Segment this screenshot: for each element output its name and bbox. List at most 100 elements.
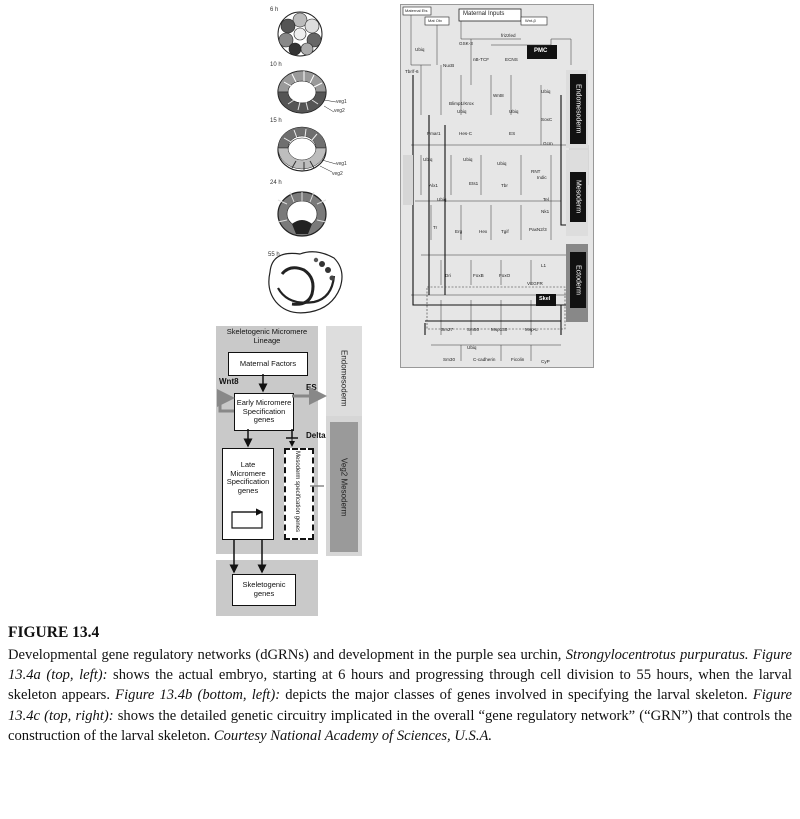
gene-soxc: SoxC [541,117,553,122]
endomesoderm-bar-label: Endomesoderm [339,349,349,407]
gene-indic: Indic [537,175,547,180]
mesoderm-specification-box [284,448,314,540]
gene-vegfr: VEGFR [527,281,543,286]
stage-label-6h: 6 h [270,7,279,13]
gene-blimp: Blimp1/Krox [449,101,474,106]
grn-mesoderm-tab: Mesoderm [570,172,586,222]
gene-foxo: FoxO [499,273,511,278]
gene-ubiq-7: Ubiq [497,161,507,166]
gene-ecns: ECNS [505,57,518,62]
figure-caption: Developmental gene regulatory networks (… [8,645,792,746]
gene-sm27: Sm27 [441,327,454,332]
gene-mspl: Msp-L [525,327,538,332]
gene-ubiq-5: Ubiq [423,157,433,162]
gene-rnt: RNT [531,169,541,174]
figure-a-embryos: 6 h 10 h 15 h 24 h 55 h [262,4,362,316]
gene-l1: L1 [541,263,547,268]
grn-skel-tab [536,294,556,306]
grn-mat-otx: Mat Otx [428,18,443,23]
caption-species: Strongylocentrotus purpuratus. [565,647,749,663]
embryo-10h [277,70,337,114]
gene-ficolin: Ficolin [511,357,525,362]
caption-text-1: Developmental gene regulatory networks (… [8,647,566,663]
embryo-55h [268,251,343,314]
caption-text-3: depicts the major classes of genes invol… [280,687,753,704]
embryo-6h [277,11,323,57]
gene-ubiq-8: Ubiq [437,197,447,202]
grn-pmc: PMC [534,48,548,54]
caption-text-2: shows the actual embryo, starting at 6 h… [8,667,792,704]
caption-ref-b: Figure 13.4b (bottom, left): [115,687,281,704]
embryo-drawings [268,11,343,314]
gene-tbr: Tbr [501,183,508,188]
gene-ubiq-6: Ubiq [463,157,473,162]
caption-credit: Courtesy National Academy of Sciences, U… [213,727,493,744]
figure-c-grn-diagram: Maternal Ets Mat Otx Maternal Inputs Wnt… [400,4,594,368]
caption-text-4: shows the detailed genetic circuitry imp… [8,707,792,744]
endomesoderm-bar [326,326,362,430]
gene-nucb: NucB [443,63,455,68]
gene-b-tcf: nB-TCF [473,57,490,62]
gene-ubiq-4: Ubiq [541,89,551,94]
gene-tr: Tr [433,225,438,230]
veg2-mesoderm-bar-label: Veg2 Mesoderm [339,457,349,517]
stage-label-55h: 55 h [268,252,280,258]
gene-sm30: Sm30 [443,357,456,362]
gene-frizzled: frizzled [501,33,516,38]
stage-label-10h: 10 h [270,62,282,68]
embryo-24h [277,191,327,237]
gene-gcm: Gcm [543,141,553,146]
gene-ubiq-1: Ubiq [415,47,425,52]
embryo-15h [277,126,337,173]
veg2-label-10h: veg2 [334,108,345,114]
grn-endomesoderm-tab: Endomesoderm [570,74,586,144]
veg2-label-15h: veg2 [332,171,343,177]
gene-tbrf6: Tbr/f-6 [405,69,419,74]
gene-msp130: Msp130 [491,327,508,332]
gene-es: ES [509,131,516,136]
grn-maternal-ets: Maternal Ets [405,8,428,13]
lineage-header: Skeletogenic Micromere Lineage [226,327,308,345]
gene-ubiq-3: Ubiq [509,109,519,114]
delta-label: Delta [306,431,326,440]
early-micromere-box: Early Micromere Specification genes [234,393,294,431]
figure-b-lineage-diagram: Skeletogenic Micromere Lineage Maternal … [216,326,364,618]
gene-tel: Tel [543,197,549,202]
caption-ref-c: Figure 13.4c (top, right): [8,687,792,724]
gene-ubiq-9: Ubiq [467,345,477,350]
mesoderm-specification-label: Mesoderm specification genes [294,451,300,533]
gene-nk1: Nk1 [541,209,550,214]
gene-sm50: Sm50 [467,327,480,332]
late-micromere-box: Late Micromere Specification genes [222,448,274,540]
gene-pmar1: Pmar1 [427,131,441,136]
lineage-arrows [217,374,327,574]
gene-dri: Dri [445,273,451,278]
wnt8-label: Wnt8 [219,377,239,386]
gene-tgif: Tgif [501,229,509,234]
gene-gsk3: GSK-3 [459,41,473,46]
gene-pax: PaxN2/3 [529,227,547,232]
grn-ectoderm-tab: Ectoderm [570,252,586,308]
veg1-label-10h: veg1 [336,99,347,105]
stage-label-24h: 24 h [270,180,282,186]
gene-foxb: FoxB [473,273,484,278]
veg1-label-15h: veg1 [336,161,347,167]
gene-ets1: Ets1 [469,181,479,186]
grn-skel-label: Skel [539,296,551,302]
gene-cyp: CyP [541,359,550,364]
gene-hex: Hex [479,229,488,234]
figure-title: FIGURE 13.4 [8,624,100,641]
veg2-mesoderm-bar-inner [330,422,358,552]
gene-cadherin: C-cadherin [473,357,496,362]
grn-maternal-inputs: Maternal Inputs [463,11,505,17]
gene-ubiq-2: Ubiq [457,109,467,114]
caption-ref-a: Figure 13.4a (top, left): [8,647,793,684]
stage-label-15h: 15 h [270,118,282,124]
maternal-factors-box: Maternal Factors [228,352,308,376]
skeletogenic-genes-box: Skeletogenic genes [232,574,296,606]
grn-wnt-b: Wnt-β [525,18,536,23]
gene-hesc: Hes-C [459,131,473,136]
gene-wnt8: Wnt8 [493,93,504,98]
gene-erg: Erg [455,229,463,234]
gene-alx1: Alx1 [429,183,438,188]
